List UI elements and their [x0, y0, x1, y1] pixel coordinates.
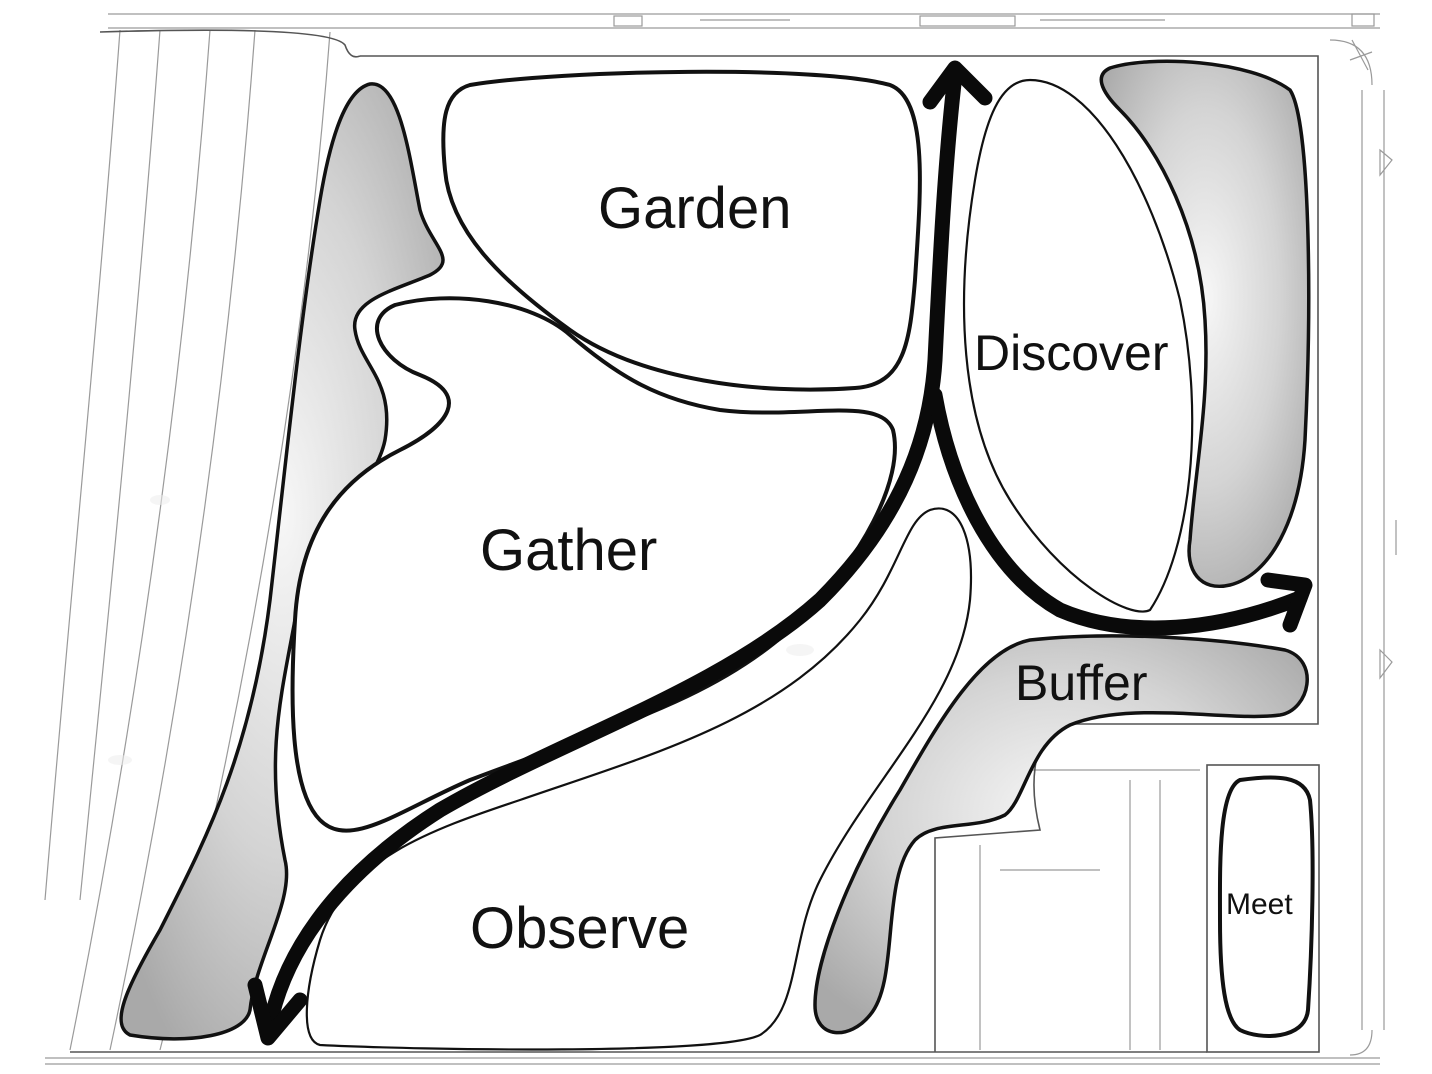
arrow-head-north [922, 60, 993, 110]
zone-labels: Garden Discover Gather Buffer Observe Me… [470, 176, 1293, 961]
observe-zone [305, 507, 972, 1051]
circulation-arrows [247, 60, 1313, 1046]
planting-buffers [119, 59, 1311, 1041]
arrow-head-east [1260, 572, 1313, 633]
left-planting-buffer [119, 82, 445, 1041]
buffer-label: Buffer [1015, 655, 1148, 711]
east-branch-path [927, 387, 1308, 636]
program-zones [290, 69, 1315, 1051]
discover-zone [962, 78, 1194, 613]
gather-label: Gather [480, 518, 657, 583]
observe-label: Observe [470, 896, 689, 961]
lower-planting-buffer [813, 634, 1309, 1035]
discover-label: Discover [974, 325, 1168, 381]
garden-label: Garden [598, 176, 791, 241]
meet-zone [1217, 775, 1315, 1038]
main-circulation-path [260, 67, 963, 1043]
garden-zone [441, 69, 922, 392]
arrow-head-southwest [247, 977, 308, 1046]
right-planting-buffer [1099, 59, 1311, 588]
meet-label: Meet [1226, 888, 1293, 921]
